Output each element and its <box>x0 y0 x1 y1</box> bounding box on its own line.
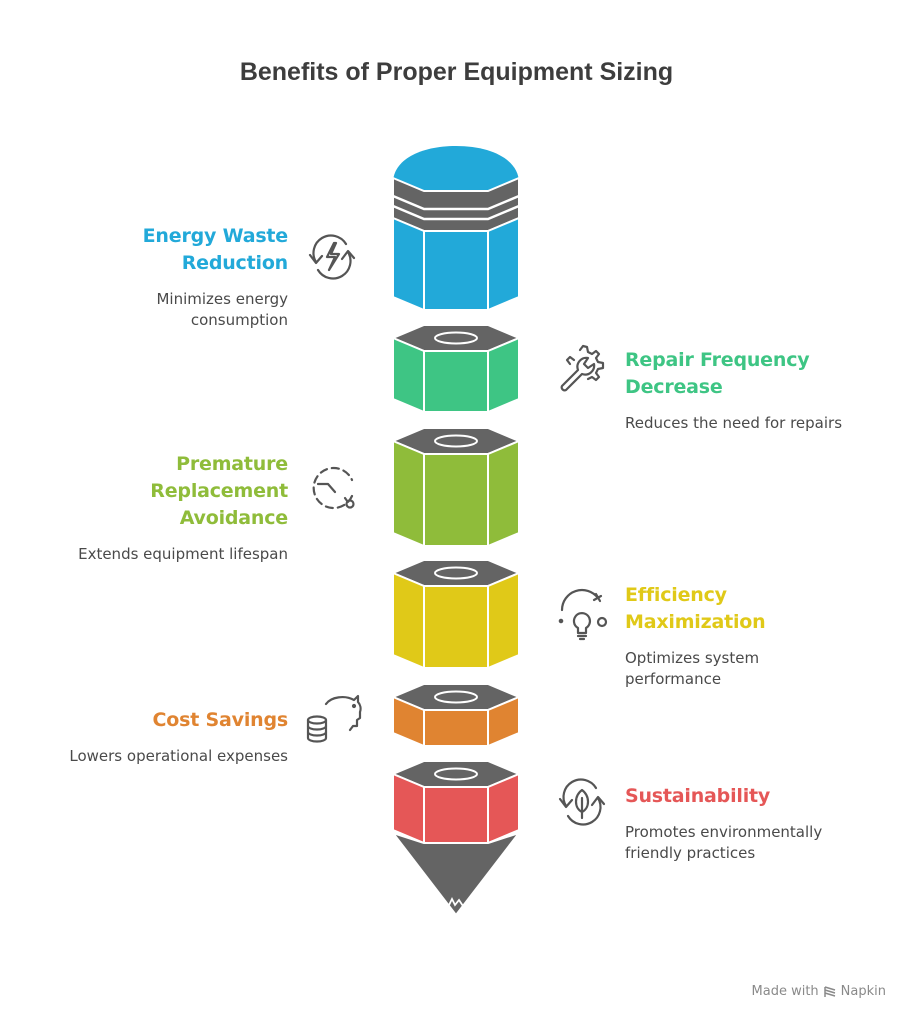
repair-right-face <box>487 337 520 413</box>
efficiency-left-face <box>392 572 425 669</box>
heading-cost: Cost Savings <box>152 709 289 731</box>
sustainability-left-face <box>392 773 425 844</box>
efficiency-right-face <box>487 572 520 669</box>
repair-top-hole <box>434 331 478 345</box>
heading-repair: Repair Frequency Decrease <box>625 349 810 398</box>
lightbulb-icon <box>552 584 612 644</box>
napkin-brand: Napkin <box>840 984 886 999</box>
repair-left-face <box>392 337 425 413</box>
energy-front-face <box>423 230 489 311</box>
leaf-cycle-icon <box>552 772 612 832</box>
energy-cycle-icon <box>302 226 362 286</box>
heading-energy: Energy Waste Reduction <box>142 225 289 274</box>
efficiency-front-face <box>423 585 489 669</box>
heading-sustainability: Sustainability <box>625 785 771 807</box>
label-repair: Repair Frequency Decrease Reduces the ne… <box>625 347 885 434</box>
sustainability-front-face <box>423 786 489 844</box>
description-cost: Lowers operational expenses <box>69 747 288 765</box>
label-replacement: Premature Replacement Avoidance Extends … <box>28 451 288 565</box>
pencil-tip <box>392 832 520 916</box>
replacement-top-hole <box>434 434 478 448</box>
heading-replacement: Premature Replacement Avoidance <box>150 453 288 529</box>
description-energy: Minimizes energy consumption <box>156 290 288 329</box>
description-repair: Reduces the need for repairs <box>625 414 843 432</box>
cost-right-face <box>487 696 520 747</box>
timer-icon <box>302 456 362 516</box>
energy-right-face <box>487 216 520 312</box>
label-efficiency: Efficiency Maximization Optimizes system… <box>625 582 885 690</box>
description-sustainability: Promotes environmentally friendly practi… <box>625 823 823 862</box>
description-replacement: Extends equipment lifespan <box>78 545 288 563</box>
pencil-lead <box>448 896 464 907</box>
description-efficiency: Optimizes system performance <box>625 649 760 688</box>
ferrule-band-1 <box>392 194 520 211</box>
wrench-gear-icon <box>552 340 612 400</box>
sustainability-right-face <box>487 773 520 844</box>
napkin-logo-icon <box>823 985 835 997</box>
piggy-bank-coins-icon <box>302 686 362 746</box>
ferrule-band-2 <box>392 204 520 221</box>
label-cost: Cost Savings Lowers operational expenses <box>28 707 288 767</box>
footer-credit: Made with Napkin <box>752 984 886 999</box>
heading-efficiency: Efficiency Maximization <box>625 584 766 633</box>
made-with-label: Made with <box>751 984 819 999</box>
replacement-left-face <box>392 440 425 547</box>
repair-front-face <box>423 350 489 413</box>
replacement-front-face <box>423 453 489 547</box>
cost-front-face <box>423 709 489 747</box>
cost-top-hole <box>434 690 478 704</box>
replacement-right-face <box>487 440 520 547</box>
efficiency-top-hole <box>434 566 478 580</box>
label-sustainability: Sustainability Promotes environmentally … <box>625 783 885 864</box>
energy-left-face <box>392 216 425 312</box>
sustainability-top-hole <box>434 767 478 781</box>
page-title: Benefits of Proper Equipment Sizing <box>239 58 674 86</box>
label-energy: Energy Waste Reduction Minimizes energy … <box>28 223 289 331</box>
